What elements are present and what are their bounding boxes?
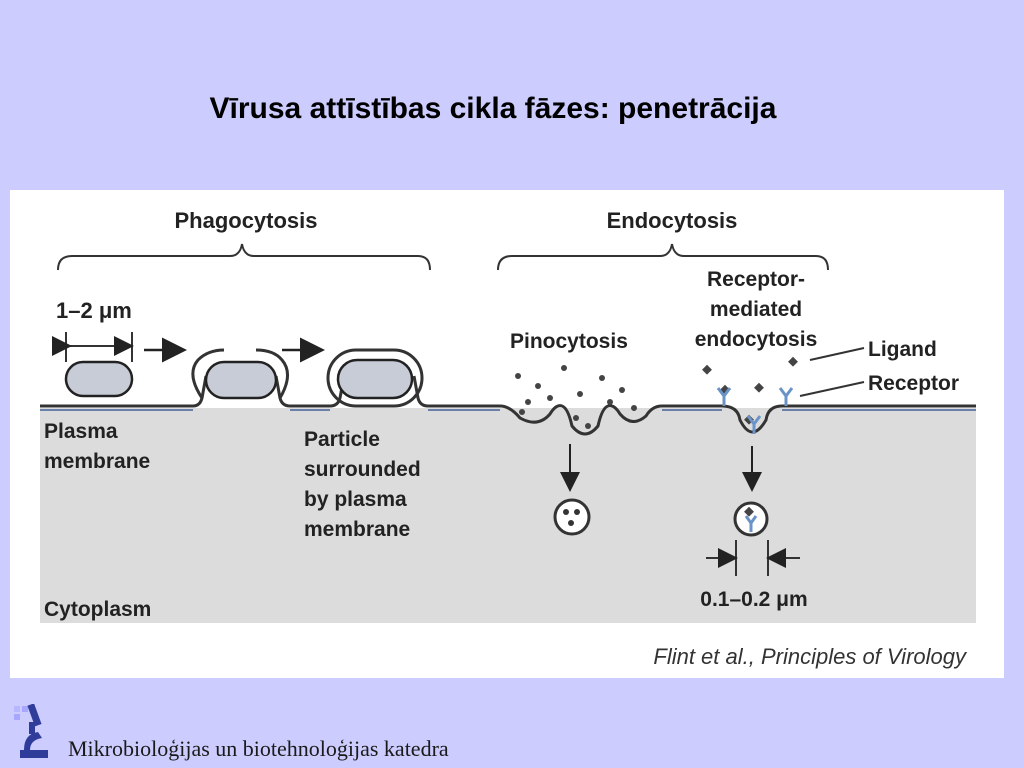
coated-vesicle-ligand	[744, 506, 754, 517]
receptor-mediated-label-line3: endocytosis	[695, 328, 818, 351]
department-name: Mikrobioloģijas un biotehnoloģijas kated…	[68, 736, 449, 761]
particle-label-line3: by plasma	[304, 488, 407, 511]
receptor-pointer	[799, 381, 865, 397]
pinocytic-vesicle-contents	[563, 509, 580, 526]
size-large-label: 1–2 μm	[56, 298, 132, 323]
free-particle	[64, 360, 134, 398]
receptor-mediated-label-line1: Receptor-	[707, 268, 805, 291]
receptor-mediated-label-line2: mediated	[710, 298, 802, 321]
pinocytosis-fluid-dots	[515, 365, 637, 429]
endocytosis-brace	[497, 243, 829, 271]
ligand-pointer	[809, 347, 865, 361]
phagocytosis-brace	[57, 243, 431, 271]
pinocytosis-label: Pinocytosis	[510, 330, 628, 353]
plasma-membrane-label-line2: membrane	[44, 450, 150, 473]
coated-vesicle-receptor	[744, 515, 758, 532]
coated-vesicle	[733, 501, 769, 537]
microscope-icon	[14, 704, 48, 758]
slide-title: Vīrusa attīstības cikla fāzes: penetrāci…	[209, 92, 777, 125]
virus-penetration-figure: Phagocytosis Endocytosis 1–2 μm Plasma m…	[10, 190, 1004, 678]
pinocytic-vesicle	[553, 498, 591, 536]
ligand-label: Ligand	[868, 338, 937, 361]
receptor-markers	[716, 387, 794, 434]
figure-citation: Flint et al., Principles of Virology	[653, 644, 968, 669]
enclosed-particle	[336, 358, 414, 400]
engulfing-membrane	[191, 348, 289, 399]
receptor-label: Receptor	[868, 372, 959, 395]
cytoplasm-region	[40, 408, 976, 623]
particle-label-line2: surrounded	[304, 458, 421, 481]
phagocytosis-label: Phagocytosis	[174, 208, 317, 233]
engulfing-particle	[204, 360, 278, 400]
plasma-membrane-label-line1: Plasma	[44, 420, 118, 443]
penetration-diagram: Phagocytosis Endocytosis 1–2 μm Plasma m…	[40, 208, 976, 669]
enclosed-membrane	[326, 348, 424, 408]
particle-label-line1: Particle	[304, 428, 380, 451]
cytoplasm-label: Cytoplasm	[44, 598, 151, 621]
footer: Mikrobioloģijas un biotehnoloģijas kated…	[10, 700, 610, 764]
particle-label-line4: membrane	[304, 518, 410, 541]
size-small-label: 0.1–0.2 μm	[700, 588, 807, 611]
endocytosis-label: Endocytosis	[607, 208, 738, 233]
